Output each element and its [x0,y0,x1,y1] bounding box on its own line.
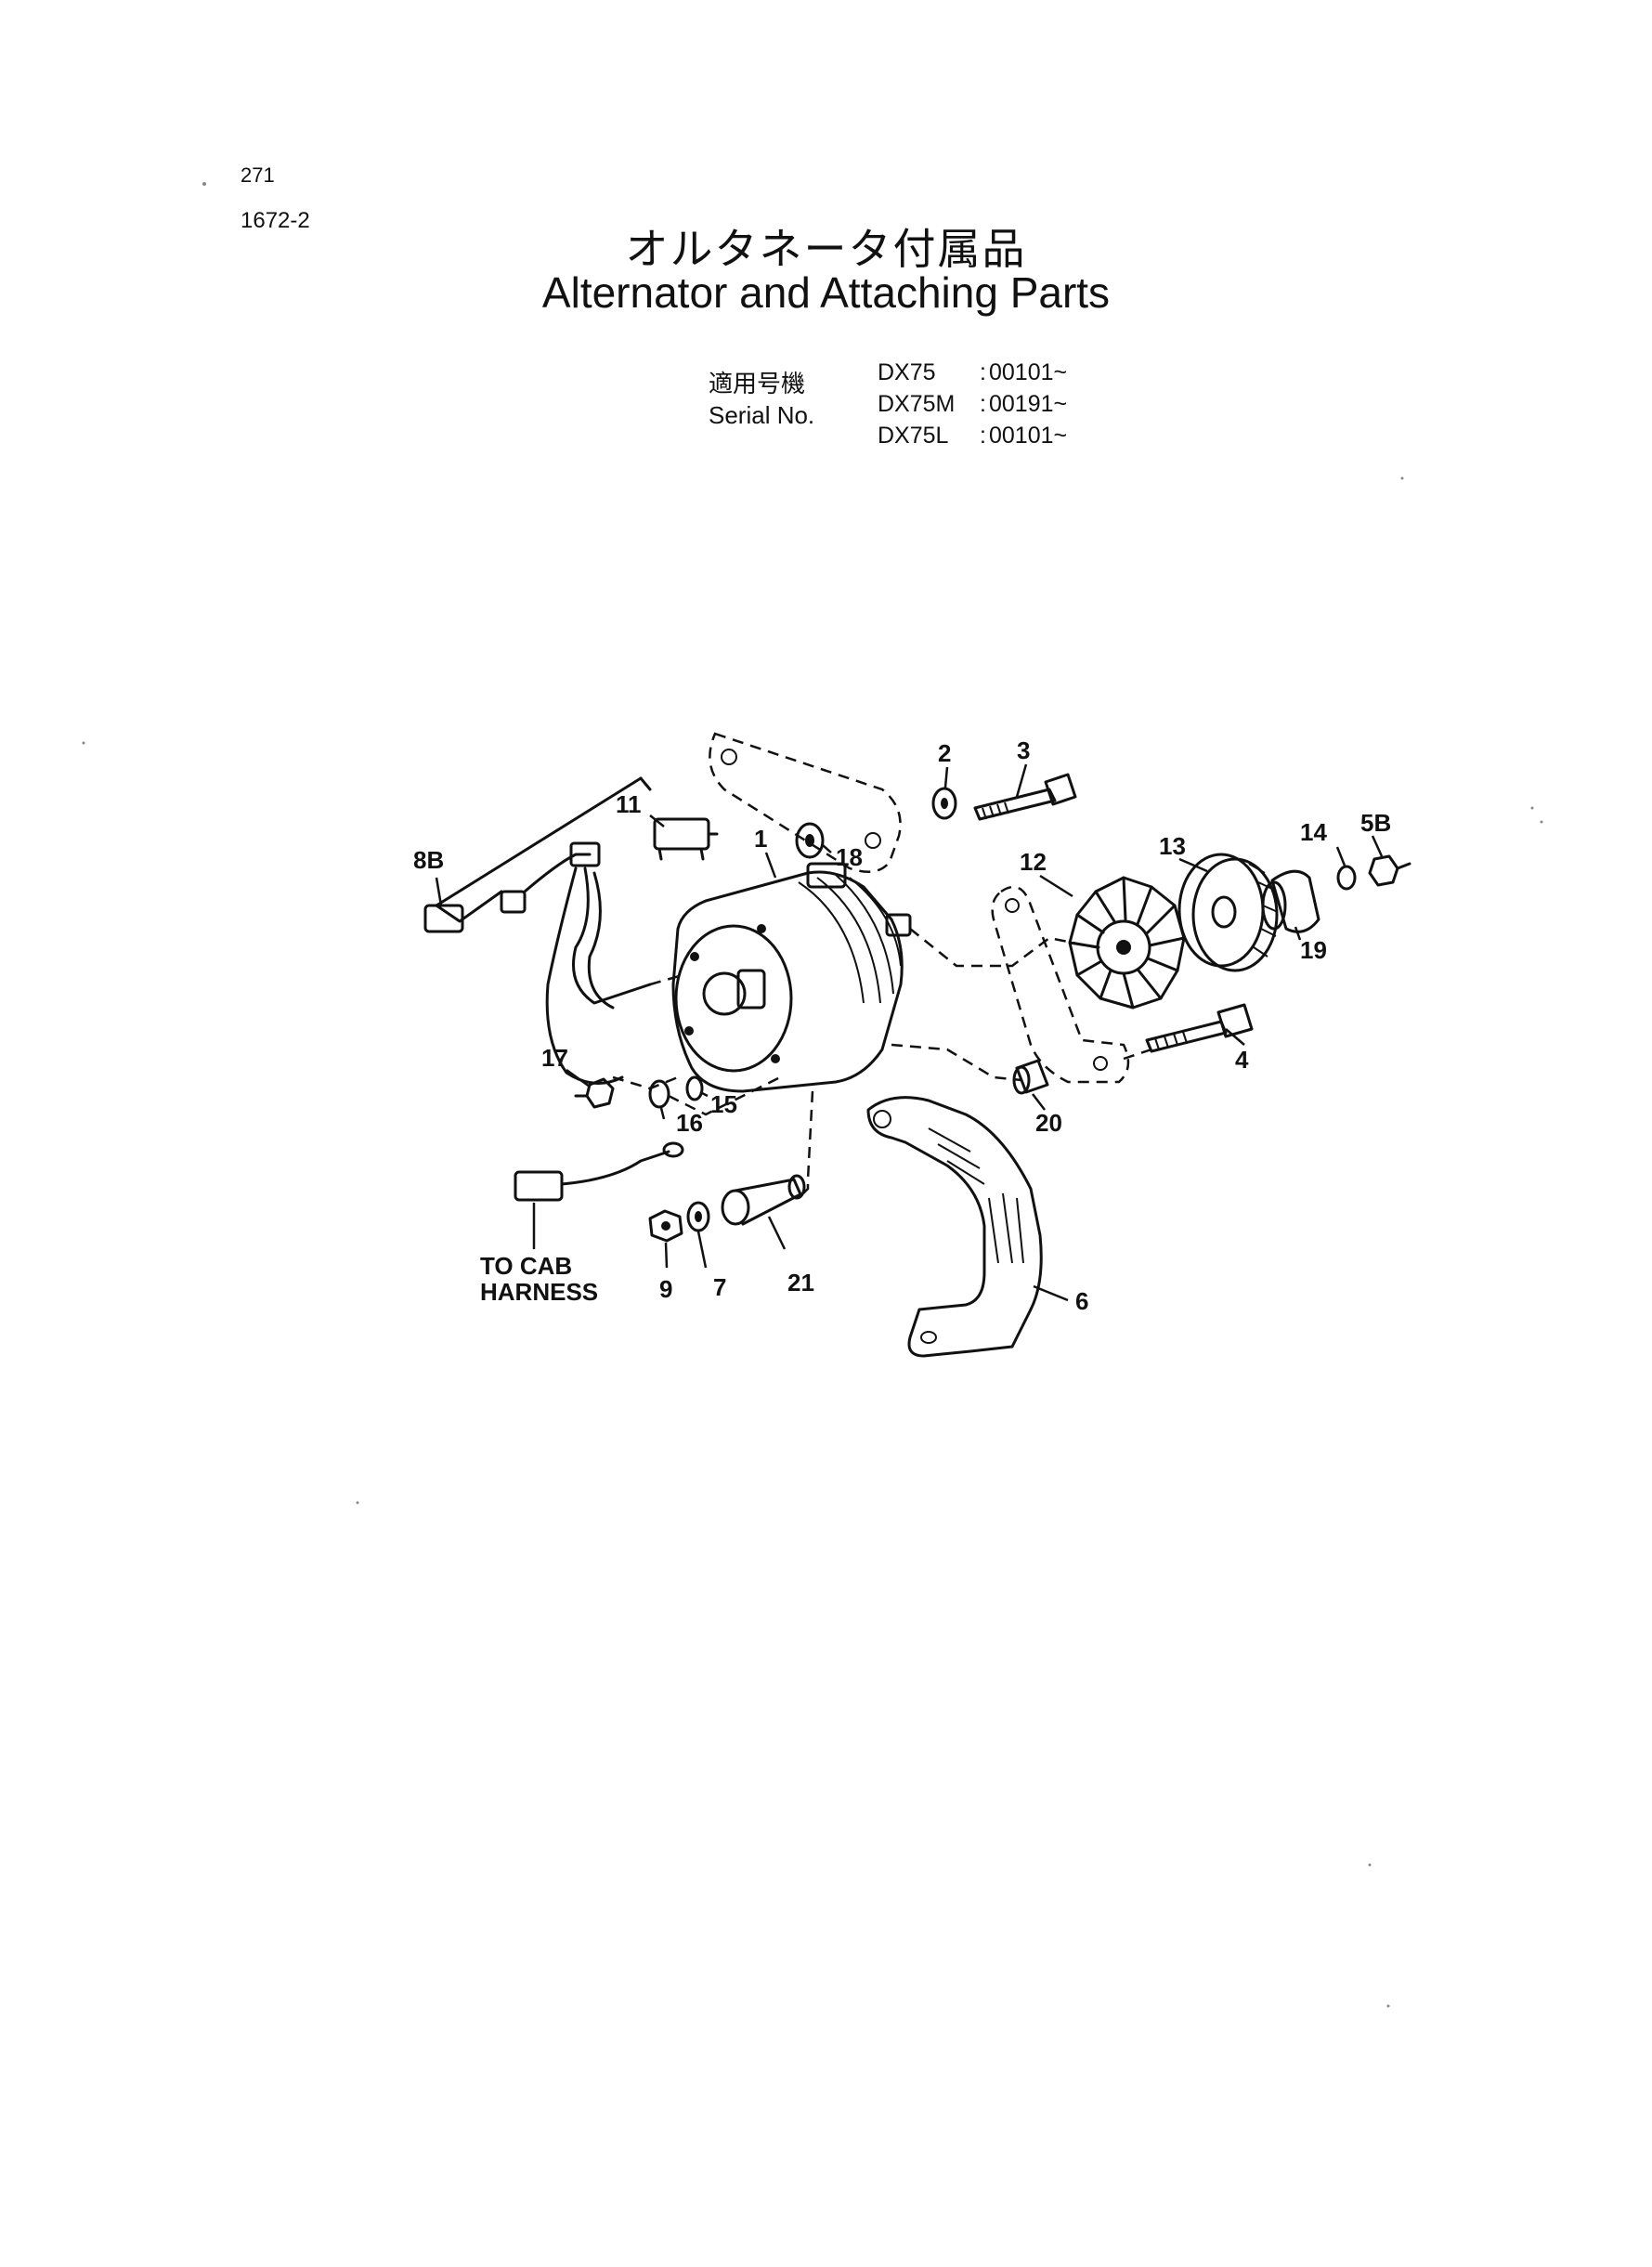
spacer-20 [1012,1059,1049,1095]
note-line-2: HARNESS [480,1278,598,1306]
callout-numbers: 1 2 3 4 5B 6 7 8B 9 11 12 13 14 15 16 17… [413,736,1391,1315]
nut-17 [574,1077,615,1109]
bolt-3 [973,773,1077,821]
serial-colon: : [980,359,986,385]
callout-11: 11 [616,790,642,818]
bolt-4 [1145,1003,1254,1053]
serial-model: DX75 [878,359,936,385]
alternator-body [671,862,912,1093]
callout-19: 19 [1300,936,1327,964]
assembly-lines [612,928,1152,1199]
serial-list: DX75 : 00101~ DX75M : 00191~ DX75L : 001… [878,357,1067,451]
fan-12 [1068,876,1186,1010]
spacer-19 [1261,869,1320,933]
nut-9 [648,1209,683,1243]
title-english: Alternator and Attaching Parts [541,268,1111,317]
serial-row: DX75M : 00191~ [878,388,1067,420]
callout-21: 21 [787,1269,814,1296]
bracket-plate-lower [991,885,1130,1084]
serial-row: DX75 : 00101~ [878,357,1067,388]
serial-colon: : [980,391,986,417]
washer-14 [1336,865,1357,891]
cab-harness-note: TO CAB HARNESS [480,1203,598,1306]
cab-harness-lead [514,1141,684,1202]
callout-18: 18 [836,843,863,871]
callout-9: 9 [659,1275,672,1303]
figure-code: 1672-2 [241,208,310,233]
callout-4: 4 [1235,1046,1249,1074]
serial-label-en: Serial No. [709,401,815,429]
serial-range: 00101~ [989,423,1068,449]
adjusting-strap-upper [709,732,902,873]
mounting-bracket-6 [866,1096,1043,1358]
serial-range: 00101~ [989,359,1068,385]
scan-specks [82,182,1543,2008]
callout-12: 12 [1020,848,1047,876]
serial-label-jp: 適用号機 [709,370,806,397]
note-line-1: TO CAB [480,1252,572,1280]
connector-11 [653,817,719,861]
callout-5b: 5B [1360,809,1391,837]
washer-7 [686,1201,710,1232]
callout-17: 17 [541,1044,568,1072]
washer-18 [795,822,825,859]
serial-colon: : [980,423,986,449]
washer-15 [685,1075,704,1101]
serial-model: DX75M [878,391,956,417]
nut-5b [1368,854,1411,887]
title-japanese: オルタネータ付属品 [625,224,1027,274]
callout-20: 20 [1035,1109,1062,1137]
callout-7: 7 [713,1273,726,1301]
washer-16 [648,1079,670,1109]
washer-2 [931,787,957,820]
wiring-harness [423,776,683,1085]
callout-13: 13 [1159,832,1186,860]
callout-16: 16 [676,1109,703,1137]
serial-range: 00191~ [989,391,1068,417]
callout-3: 3 [1017,736,1030,764]
spacer-21 [721,1174,806,1226]
serial-label: 適用号機 Serial No. [709,368,814,431]
callout-2: 2 [938,739,951,767]
callout-8b: 8B [413,846,444,874]
callout-6: 6 [1075,1287,1088,1315]
leader-lines [435,763,1384,1302]
callout-1: 1 [754,825,767,853]
callout-15: 15 [710,1090,737,1118]
callout-14: 14 [1300,818,1327,846]
serial-row: DX75L : 00101~ [878,420,1067,451]
page-number: 271 [241,163,275,187]
serial-model: DX75L [878,423,949,449]
